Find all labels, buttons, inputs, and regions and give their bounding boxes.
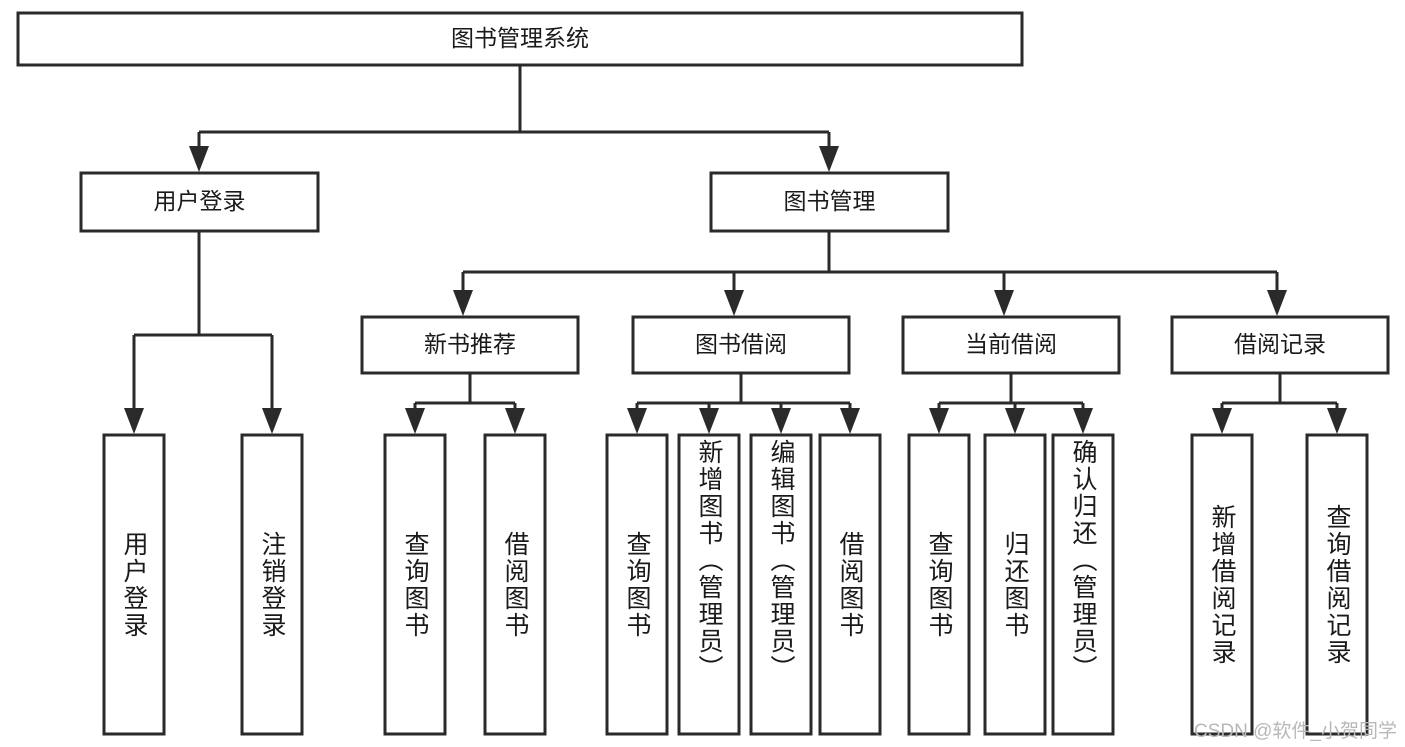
arrow-head-icon: [819, 146, 839, 172]
level3-node-0-box[interactable]: [360, 315, 580, 375]
root-node-box[interactable]: [16, 11, 1024, 67]
connector-current-to-leaves: [937, 373, 1085, 411]
arrow-head-icon: [1327, 408, 1347, 434]
arrow-head-icon: [1073, 408, 1093, 434]
level2-node-0-label: 用户登录: [154, 188, 246, 214]
leaf-node-5-box[interactable]: [677, 433, 741, 736]
arrow-head-icon: [124, 408, 144, 434]
connector-root-to-level2: [197, 65, 831, 149]
arrow-head-icon: [699, 408, 719, 434]
arrow-head-icon: [505, 408, 525, 434]
connector-bookmgmt-to-level3: [461, 231, 1279, 293]
level3-node-3-box[interactable]: [1170, 315, 1390, 375]
arrow-head-icon: [627, 408, 647, 434]
arrow-head-icon: [262, 408, 282, 434]
connector-record-to-leaves: [1220, 373, 1339, 411]
arrow-head-icon: [1212, 408, 1232, 434]
level3-node-2-box[interactable]: [901, 315, 1121, 375]
arrow-head-icon: [1005, 408, 1025, 434]
level2-node-0-box[interactable]: [79, 171, 320, 233]
arrow-head-icon: [771, 408, 791, 434]
level3-node-0-label: 新书推荐: [424, 331, 516, 357]
leaf-node-6-box[interactable]: [749, 433, 813, 736]
level2-node-1-box[interactable]: [709, 171, 950, 233]
leaf-node-9-box[interactable]: [983, 433, 1047, 736]
arrow-head-icon: [1267, 290, 1287, 316]
arrow-head-icon: [840, 408, 860, 434]
level3-node-1-box[interactable]: [631, 315, 851, 375]
level2-node-1-label: 图书管理: [784, 188, 876, 214]
leaf-node-1-box[interactable]: [240, 433, 304, 736]
leaf-node-7-box[interactable]: [818, 433, 882, 736]
arrow-head-icon: [994, 290, 1014, 316]
arrow-head-icon: [453, 290, 473, 316]
level3-node-1-label: 图书借阅: [695, 331, 787, 357]
leaf-node-3-box[interactable]: [483, 433, 547, 736]
leaf-node-2-box[interactable]: [383, 433, 447, 736]
level3-node-3-label: 借阅记录: [1234, 331, 1326, 357]
arrow-head-icon: [405, 408, 425, 434]
connector-newbook-to-leaves: [413, 373, 517, 411]
boxes-layer: [16, 11, 1390, 736]
leaf-node-10-box[interactable]: [1051, 433, 1115, 736]
connectors-layer: [124, 65, 1347, 434]
leaf-node-4-box[interactable]: [605, 433, 669, 736]
leaf-node-11-box[interactable]: [1190, 433, 1254, 736]
leaf-node-0-box[interactable]: [102, 433, 166, 736]
arrow-head-icon: [724, 290, 744, 316]
leaf-node-8-box[interactable]: [907, 433, 971, 736]
connector-borrow-to-leaves: [635, 373, 852, 411]
arrow-head-icon: [929, 408, 949, 434]
root-node-label: 图书管理系统: [451, 25, 589, 51]
level3-node-2-label: 当前借阅: [965, 331, 1057, 357]
arrow-head-icon: [189, 146, 209, 172]
leaf-node-12-box[interactable]: [1305, 433, 1369, 736]
watermark-text: CSDN @软件_小贺同学: [1194, 721, 1397, 742]
connector-userlogin-to-leaves: [132, 231, 274, 411]
